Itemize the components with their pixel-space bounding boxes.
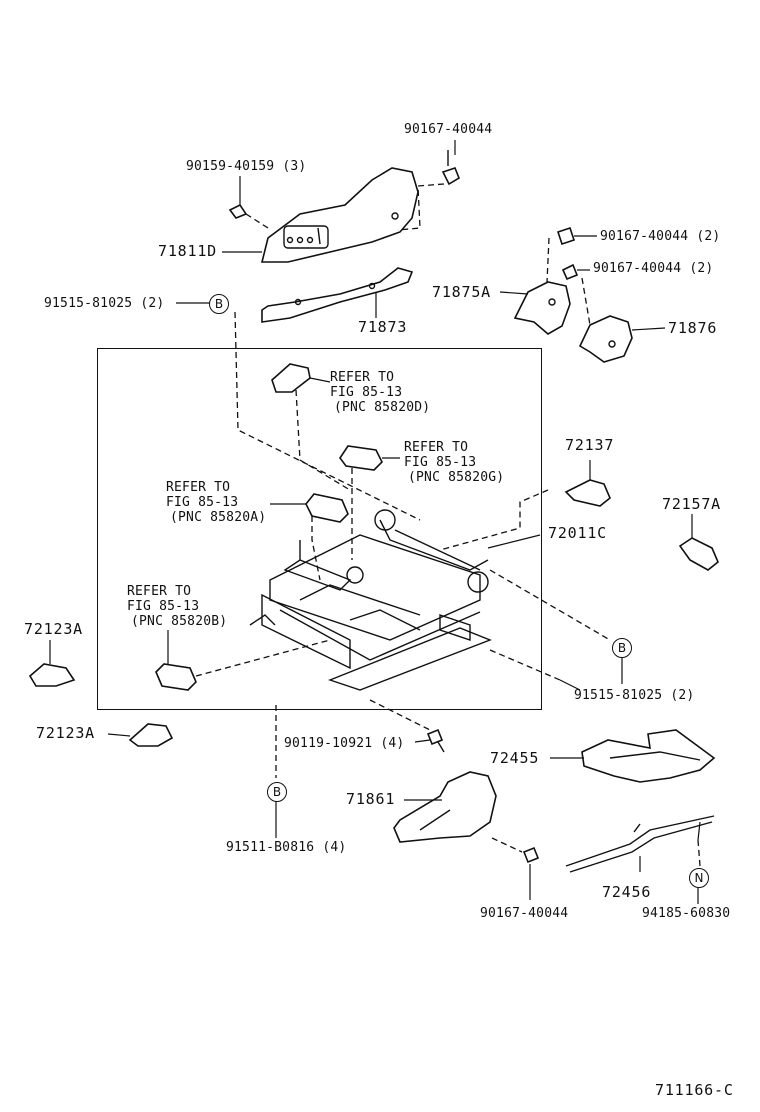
label-72123A-upper: 72123A [24, 620, 83, 638]
seat-track-assembly-72011C [249, 509, 541, 691]
label-91515-right: 91515-81025 (2) [574, 688, 695, 703]
label-72157A: 72157A [662, 495, 721, 513]
seat-side-cover-71811D [222, 167, 419, 263]
clip-72137 [564, 460, 611, 507]
label-72456: 72456 [602, 883, 652, 901]
circle-marker-b-left: B [209, 294, 229, 314]
screw-90167-2a [556, 226, 597, 246]
label-71811D: 71811D [158, 242, 217, 260]
screw-90167-top [397, 140, 460, 231]
rod-72456 [565, 815, 715, 873]
label-90167-2b: 90167-40044 (2) [593, 261, 714, 276]
cover-72123A-upper [28, 640, 76, 687]
cover-71861 [393, 771, 497, 843]
connector-85820G [339, 445, 400, 560]
label-71873: 71873 [358, 318, 408, 336]
label-72455: 72455 [490, 749, 540, 767]
bracket-71873 [261, 267, 414, 323]
assembly-frame [97, 348, 542, 710]
circle-marker-b-right: B [612, 638, 632, 658]
plate-72455 [550, 729, 716, 783]
label-72123A-lower: 72123A [36, 724, 95, 742]
screw-90159 [228, 176, 269, 229]
label-90167-bottom: 90167-40044 [480, 906, 569, 921]
label-72137: 72137 [565, 436, 615, 454]
label-91515-left: 91515-81025 (2) [44, 296, 165, 311]
connector-85820B [155, 630, 331, 691]
circle-marker-n: N [689, 868, 709, 888]
label-90167-2a: 90167-40044 (2) [600, 229, 721, 244]
label-90119: 90119-10921 (4) [284, 736, 405, 751]
label-90159: 90159-40159 (3) [186, 159, 307, 174]
cover-71876 [578, 277, 666, 363]
label-71861: 71861 [346, 790, 396, 808]
screw-90167-2b [561, 263, 590, 281]
label-91511: 91511-B0816 (4) [226, 840, 347, 855]
label-71875A: 71875A [432, 283, 491, 301]
circle-marker-b-bottom: B [267, 782, 287, 802]
connector-85820A [270, 493, 349, 581]
clip-72157A [678, 514, 719, 571]
cover-72123A-lower [107, 723, 174, 747]
label-72011C: 72011C [548, 524, 607, 542]
label-71876: 71876 [668, 319, 718, 337]
cover-71875A [499, 237, 571, 335]
label-94185: 94185-60830 [642, 906, 731, 921]
figure-code: 711166-C [655, 1081, 734, 1099]
bolt-90119 [426, 728, 445, 753]
connector-85820D [271, 363, 351, 491]
label-90167-top: 90167-40044 [404, 122, 493, 137]
screw-90167-bottom [491, 837, 540, 900]
